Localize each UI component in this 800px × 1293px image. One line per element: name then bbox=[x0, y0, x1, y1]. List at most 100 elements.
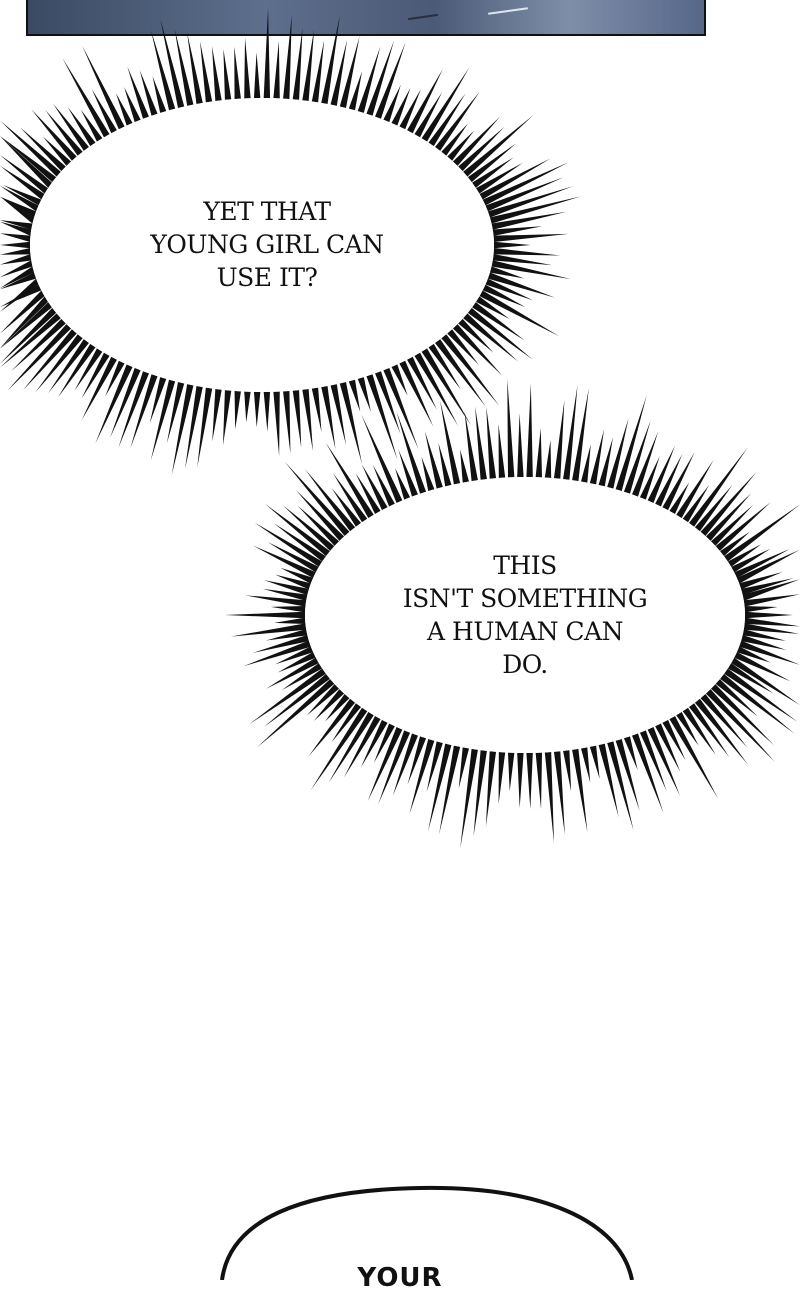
burst-spike bbox=[0, 278, 39, 312]
burst-spike bbox=[295, 490, 345, 541]
burst-spike bbox=[727, 544, 762, 567]
burst-spike bbox=[396, 411, 427, 494]
burst-spike bbox=[482, 162, 569, 206]
burst-spike bbox=[284, 461, 350, 536]
burst-spike bbox=[0, 313, 61, 368]
burst-spike bbox=[273, 40, 280, 99]
burst-spike bbox=[244, 37, 251, 99]
burst-spike bbox=[489, 266, 525, 279]
burst-spike bbox=[42, 136, 72, 166]
burst-spike bbox=[688, 447, 748, 527]
burst-spike bbox=[265, 629, 308, 641]
burst-spike bbox=[197, 387, 213, 468]
burst-spike bbox=[581, 747, 591, 783]
burst-spike bbox=[325, 694, 350, 722]
burst-spike bbox=[263, 391, 271, 432]
burst-spike bbox=[589, 745, 600, 779]
burst-spike bbox=[572, 748, 588, 833]
burst-spike bbox=[366, 374, 398, 460]
burst-spike bbox=[3, 185, 42, 206]
burst-spike bbox=[0, 266, 35, 289]
burst-spike bbox=[249, 668, 326, 725]
burst-spike bbox=[275, 574, 311, 590]
burst-spike bbox=[212, 389, 222, 442]
burst-spike bbox=[414, 92, 443, 138]
burst-spike bbox=[676, 460, 714, 519]
burst-spike bbox=[407, 736, 427, 785]
burst-spike bbox=[0, 120, 61, 177]
burst-spike bbox=[348, 71, 363, 111]
burst-spike bbox=[330, 39, 348, 106]
burst-spike bbox=[150, 30, 176, 111]
burst-spike bbox=[263, 8, 271, 99]
burst-spike bbox=[67, 107, 96, 147]
burst-spike bbox=[262, 588, 308, 601]
burst-spike bbox=[391, 364, 408, 396]
burst-spike bbox=[421, 456, 435, 492]
burst-spike bbox=[744, 606, 778, 613]
burst-spike bbox=[487, 272, 556, 298]
burst-spike bbox=[311, 387, 322, 433]
burst-spike bbox=[0, 196, 35, 224]
burst-spike bbox=[700, 694, 748, 748]
burst-spike bbox=[452, 116, 501, 166]
burst-spike bbox=[234, 46, 241, 100]
burst-spike bbox=[357, 377, 371, 412]
burst-spike bbox=[373, 723, 395, 763]
burst-spike bbox=[187, 32, 203, 104]
burst-spike bbox=[463, 114, 534, 177]
burst-spike bbox=[428, 93, 466, 147]
burst-spike bbox=[82, 45, 125, 130]
burst-spike bbox=[274, 617, 306, 624]
burst-spike bbox=[0, 233, 31, 243]
burst-balloon-2-spikes bbox=[224, 378, 800, 849]
burst-spike bbox=[0, 136, 52, 188]
burst-spike bbox=[325, 442, 374, 519]
speech-balloon-3-text: YOUR bbox=[0, 1263, 800, 1293]
burst-spike bbox=[313, 689, 345, 721]
burst-spike bbox=[435, 91, 480, 151]
burst-spike bbox=[734, 652, 791, 682]
burst-spike bbox=[348, 379, 361, 412]
burst-spike bbox=[472, 157, 514, 188]
burst-spike bbox=[682, 484, 710, 523]
burst-spike bbox=[734, 549, 790, 578]
burst-spike bbox=[435, 339, 487, 407]
burst-spike bbox=[424, 431, 443, 489]
burst-spike bbox=[378, 730, 411, 805]
burst-spike bbox=[53, 103, 89, 151]
burst-spike bbox=[494, 241, 531, 249]
burst-spike bbox=[0, 241, 30, 249]
burst-spike bbox=[0, 296, 48, 349]
burst-spike bbox=[464, 410, 478, 482]
burst-spike bbox=[160, 19, 185, 108]
burst-spike bbox=[328, 711, 374, 783]
burst-spike bbox=[0, 260, 33, 278]
burst-spike bbox=[74, 348, 103, 391]
burst-spike bbox=[22, 329, 77, 391]
burst-spike bbox=[11, 318, 66, 372]
burst-spike bbox=[273, 391, 280, 457]
burst-spike bbox=[0, 165, 45, 200]
burst-spike bbox=[662, 719, 686, 761]
burst-spike bbox=[283, 390, 291, 454]
burst-spike bbox=[676, 711, 699, 746]
burst-spike bbox=[589, 429, 605, 485]
burst-spike bbox=[277, 652, 316, 673]
burst-spike bbox=[485, 751, 497, 827]
burst-spike bbox=[486, 406, 497, 479]
burst-spike bbox=[623, 420, 651, 494]
burst-spike bbox=[476, 296, 510, 319]
burst-spike bbox=[0, 247, 31, 255]
burst-spike bbox=[739, 571, 783, 590]
burst-spike bbox=[0, 254, 32, 265]
burst-spike bbox=[339, 382, 363, 465]
burst-spike bbox=[257, 679, 335, 748]
bubble-line: USE IT? bbox=[216, 263, 318, 292]
burst-spike bbox=[409, 738, 435, 815]
burst-spike bbox=[705, 689, 775, 762]
burst-balloon-2-text: THIS ISN'T SOMETHING A HUMAN CAN DO. bbox=[375, 549, 675, 681]
burst-spike bbox=[252, 634, 309, 653]
burst-spike bbox=[321, 15, 340, 104]
burst-spike bbox=[563, 750, 572, 792]
